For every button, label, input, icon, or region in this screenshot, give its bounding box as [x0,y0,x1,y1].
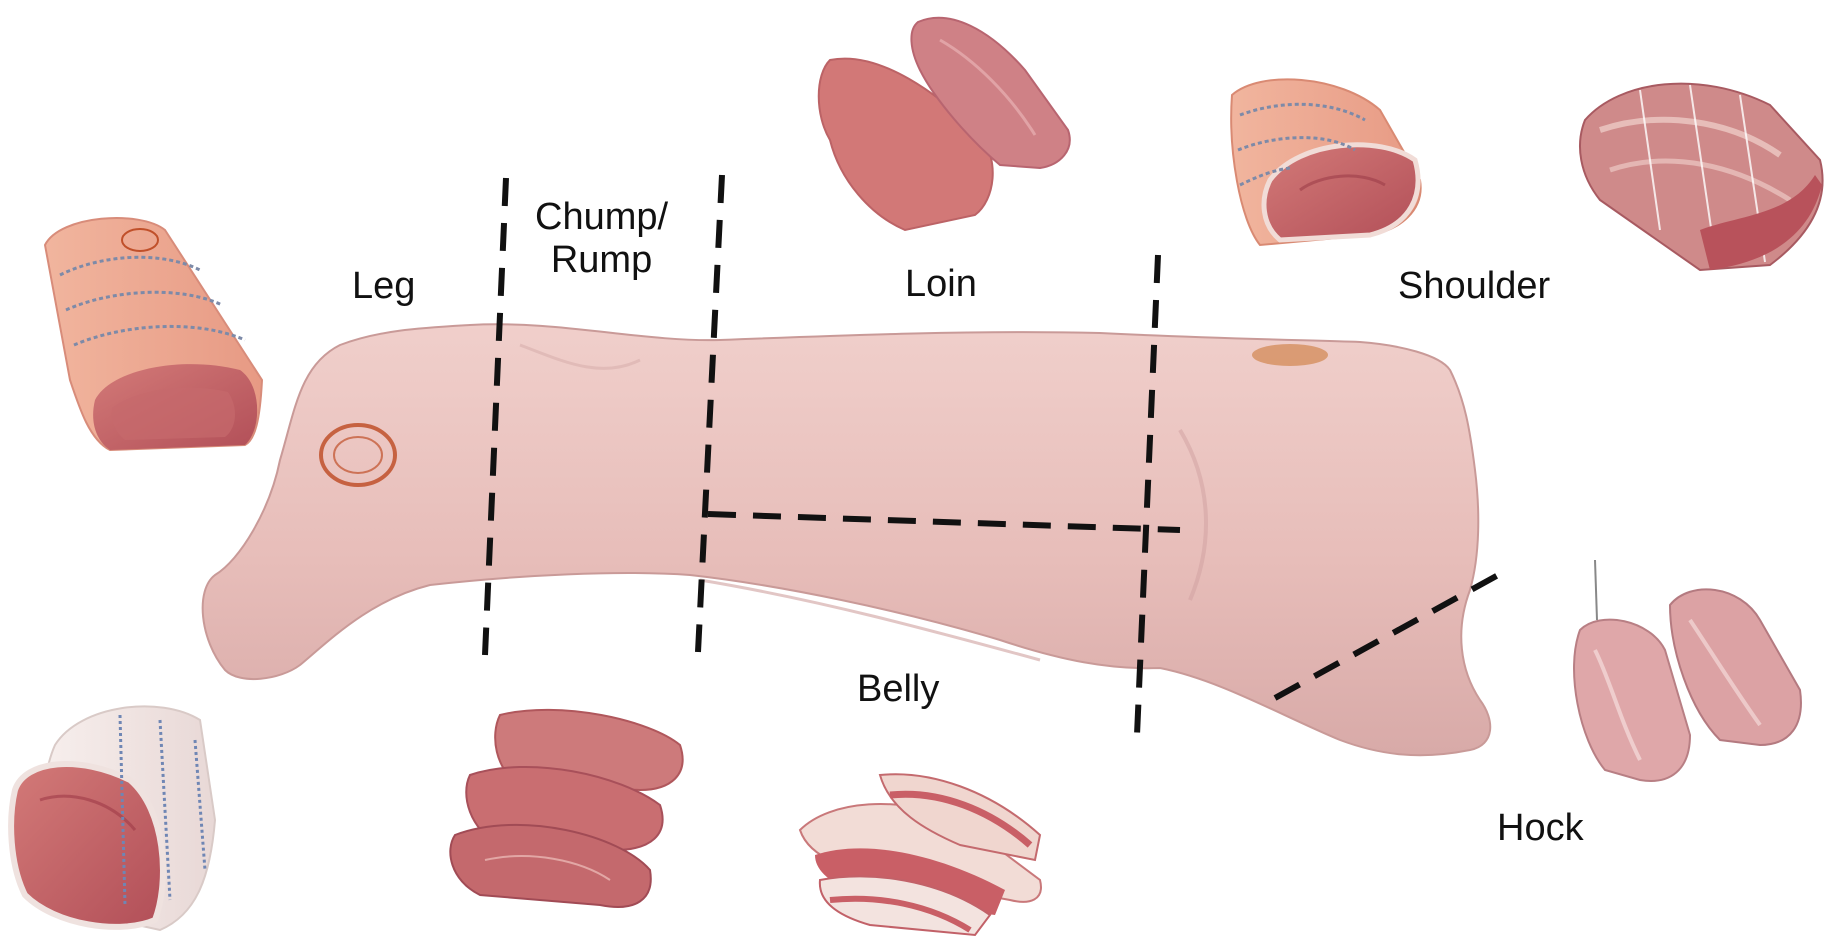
leg-joint-image [45,218,262,450]
label-leg: Leg [352,265,415,308]
tenderloin-image [819,18,1070,230]
label-chump: Chump/ [535,196,668,239]
shoulder-joint-image [1231,79,1420,245]
label-chump-rump: Chump/ Rump [535,196,668,281]
pig-carcass-image [203,324,1491,755]
shoulder-stain-icon [1252,344,1328,366]
label-rump: Rump [535,239,668,282]
leg-roast-image [11,706,215,930]
label-shoulder: Shoulder [1398,265,1550,308]
shoulder-roast-image [1580,84,1823,270]
rump-steaks-image [450,710,682,907]
hock-pieces-image [1574,560,1801,781]
label-hock: Hock [1497,807,1584,850]
belly-strips-image [800,774,1041,935]
label-loin: Loin [905,263,977,306]
label-belly: Belly [857,668,939,711]
